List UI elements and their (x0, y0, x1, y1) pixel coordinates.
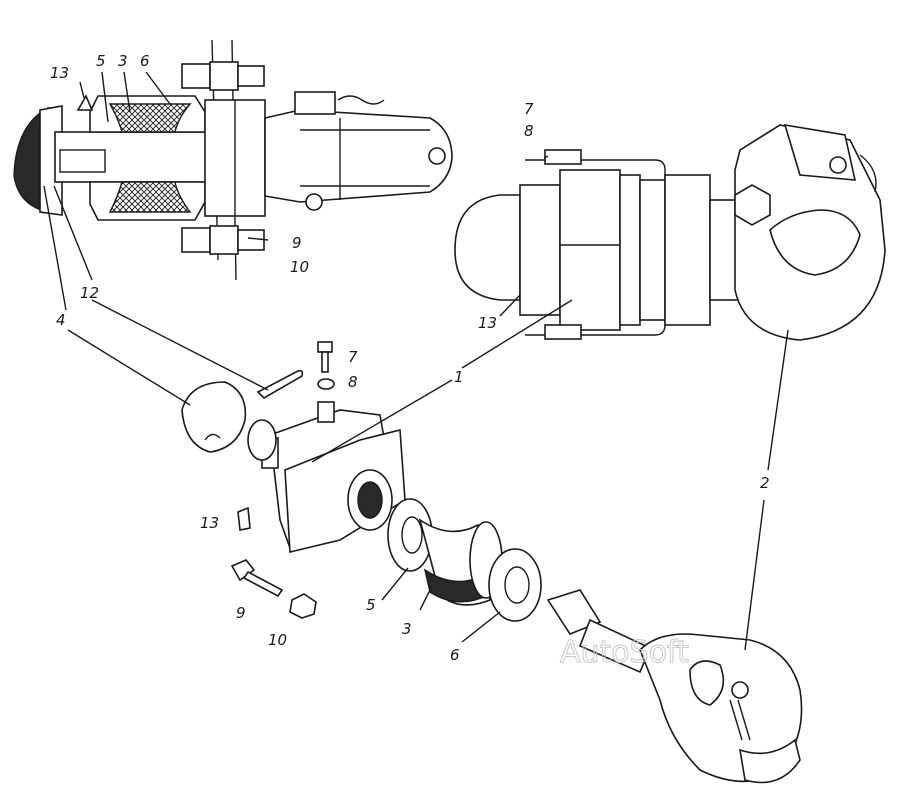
label-8-top: 8 (524, 122, 534, 140)
watermark: AutoSoft (560, 635, 689, 670)
jaw-body (264, 109, 453, 203)
grease-fitting-top (76, 94, 94, 111)
sectional-view (13, 39, 453, 281)
label-5-top: 5 (96, 52, 106, 70)
part-1-housing (247, 401, 406, 554)
pin-hole (59, 149, 106, 173)
part-6-washer (488, 548, 542, 622)
label-3-bottom: 3 (402, 620, 412, 638)
callout-labels: 13 5 3 6 9 10 12 4 7 8 13 7 8 1 2 13 9 1… (50, 52, 770, 664)
latch-top (294, 91, 336, 115)
assembled-view (454, 123, 886, 341)
label-1: 1 (454, 368, 464, 386)
label-5-bottom: 5 (366, 596, 376, 614)
part-4-dome-cap (181, 381, 247, 453)
label-4: 4 (56, 311, 66, 329)
bolt-bottom (181, 225, 265, 255)
part-9-bolt (230, 559, 284, 598)
label-6-top: 6 (140, 52, 150, 70)
part-2-hook (546, 589, 803, 784)
buffer-lower-section (108, 181, 192, 213)
label-13-top: 13 (50, 64, 69, 82)
part-13-grease-fitting (237, 506, 251, 531)
label-8-mid: 8 (348, 373, 358, 391)
label-12: 12 (80, 284, 99, 302)
label-9-bottom: 9 (236, 604, 246, 622)
label-7-top: 7 (524, 100, 534, 118)
label-2: 2 (760, 474, 770, 492)
leader-lines (43, 71, 789, 651)
label-3-top: 3 (118, 52, 128, 70)
part-7-bolt (317, 341, 333, 373)
assembled-cap (454, 194, 521, 301)
jaw-pin (428, 147, 446, 165)
label-7-mid: 7 (348, 348, 358, 366)
bolt-7-top (544, 149, 582, 165)
label-13-mid: 13 (200, 514, 219, 532)
assembled-housing (559, 169, 621, 331)
label-13-right: 13 (478, 314, 497, 332)
rear-plate (664, 174, 711, 326)
label-10-top: 10 (290, 258, 309, 276)
hook-throat (769, 209, 861, 276)
label-9-top: 9 (292, 234, 302, 252)
chain (337, 95, 385, 105)
part-12-cotter-pin (256, 369, 304, 400)
label-6-bottom: 6 (450, 646, 460, 664)
part-8-washer (317, 378, 335, 390)
label-10-bottom: 10 (268, 631, 287, 649)
part-10-nut (289, 593, 317, 619)
shank-section (54, 131, 216, 183)
assembled-housing-front (519, 184, 561, 316)
bolt-top (181, 61, 265, 91)
hook-hex-nut (734, 184, 771, 226)
